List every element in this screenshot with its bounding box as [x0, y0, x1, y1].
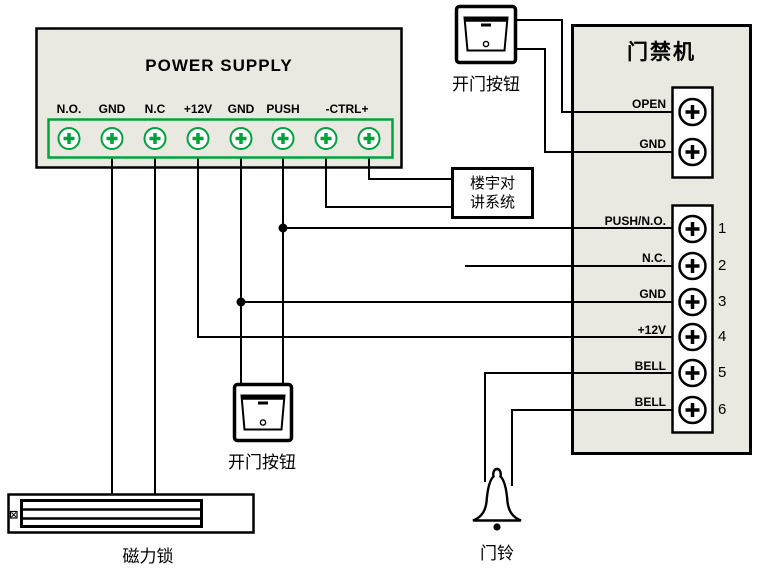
terminal-number-2: 2: [718, 257, 727, 274]
ps-label-12v: +12V: [183, 102, 213, 116]
ps-label-nc: N.C: [144, 102, 166, 116]
power-supply-terminal-strip: [47, 118, 394, 159]
exit-button-top-icon: [454, 4, 518, 65]
label-push-no: PUSH/N.O.: [604, 214, 666, 228]
wire-12v-to-controller: [197, 158, 672, 338]
wire-gnd-to-controller-and-button: [240, 158, 672, 384]
ps-label-ctrl: -CTRL+: [325, 102, 369, 116]
wires: [111, 19, 672, 494]
intercom-label-line2: 讲系统: [469, 194, 515, 211]
label-open: OPEN: [631, 97, 666, 111]
label-gnd-aux: GND: [639, 137, 666, 151]
wire-bell-6: [511, 409, 672, 486]
ps-label-gnd2: GND: [227, 102, 255, 116]
label-bell-5: BELL: [634, 359, 666, 373]
controller-aux-terminal-block: [671, 86, 714, 179]
magnetic-lock-label: 磁力锁: [122, 547, 174, 566]
terminal-number-5: 5: [718, 364, 727, 381]
terminal-number-6: 6: [718, 401, 727, 418]
label-bell-6: BELL: [634, 395, 666, 409]
intercom-label: 楼宇对 讲系统: [452, 168, 533, 218]
exit-button-middle-label: 开门按钮: [228, 453, 296, 472]
controller-main-terminal-block: [671, 204, 714, 434]
exit-button-middle-icon: [232, 382, 294, 443]
label-12v: +12V: [637, 323, 666, 337]
power-supply-box: [35, 27, 403, 169]
wire-ctrl-minus-to-intercom: [325, 158, 452, 208]
intercom-label-line1: 楼宇对: [469, 174, 515, 192]
terminal-number-3: 3: [718, 293, 727, 310]
junction-dot-push: [278, 223, 288, 233]
magnetic-lock-icon: [7, 493, 255, 534]
ps-label-gnd1: GND: [98, 102, 126, 116]
doorbell-label: 门铃: [480, 544, 514, 563]
intercom-box: [451, 167, 534, 219]
junction-dot-gnd: [236, 297, 246, 307]
ps-label-push: PUSH: [266, 102, 300, 116]
ps-label-no: N.O.: [56, 102, 82, 116]
ps-terminal-plus-marks: [63, 133, 375, 144]
wire-button-to-gnd: [517, 48, 672, 153]
wire-push-to-controller-and-button: [282, 158, 672, 384]
wire-bell-5: [484, 372, 672, 482]
terminal-number-4: 4: [718, 328, 727, 345]
access-controller-box: [571, 24, 752, 455]
terminal-number-1: 1: [718, 220, 727, 237]
exit-button-top-label: 开门按钮: [452, 75, 520, 94]
access-controller-title: 门禁机: [627, 41, 696, 64]
label-gnd: GND: [639, 287, 666, 301]
power-supply-title: POWER SUPPLY: [145, 56, 293, 75]
label-nc: N.C.: [642, 251, 666, 265]
wire-ctrl-plus-to-intercom: [368, 158, 452, 180]
doorbell-icon: [472, 467, 522, 531]
wire-button-to-open: [517, 19, 672, 113]
